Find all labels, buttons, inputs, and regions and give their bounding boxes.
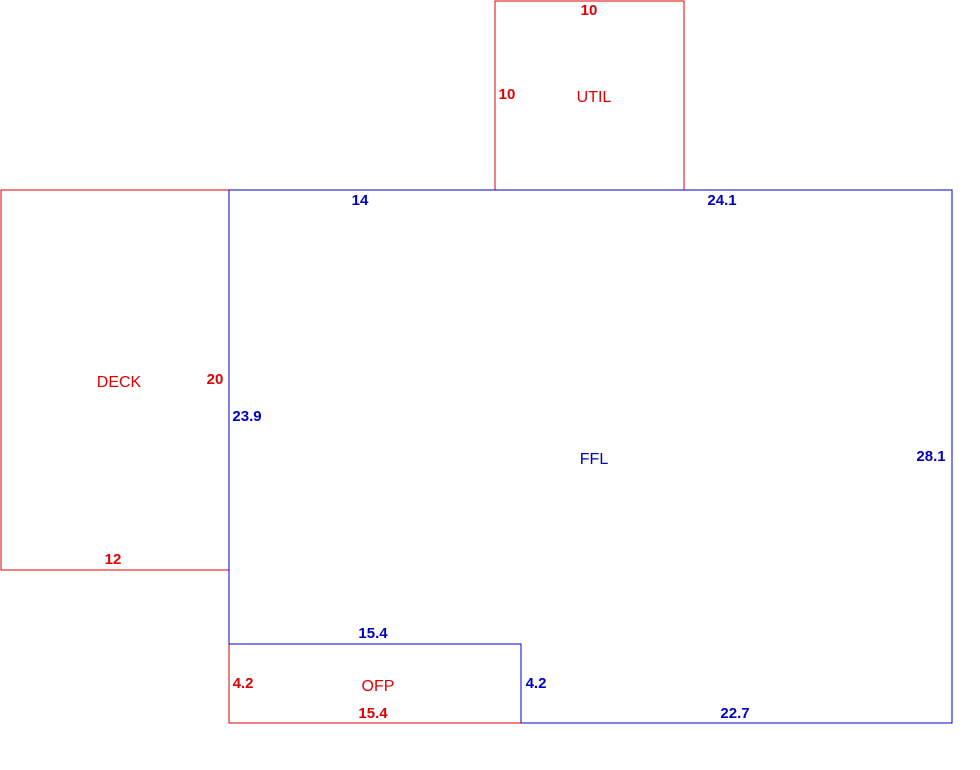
deck-area: DECK 20 12: [0, 189, 229, 571]
ffl-notch-top-dimension: 15.4: [358, 625, 388, 642]
util-area: UTIL 10 10: [494, 0, 685, 190]
util-outline: [494, 0, 685, 190]
ffl-top-left-dimension: 14: [352, 192, 369, 209]
ffl-notch-right-dimension: 4.2: [526, 675, 547, 692]
deck-label: DECK: [97, 374, 142, 391]
deck-right-dimension: 20: [207, 371, 224, 388]
ffl-left-dimension: 23.9: [232, 408, 261, 425]
ofp-outline: [228, 644, 521, 724]
ffl-bottom-dimension: 22.7: [720, 705, 749, 722]
deck-bottom-dimension: 12: [105, 551, 122, 568]
util-label: UTIL: [577, 89, 612, 106]
deck-outline: [0, 189, 229, 571]
ofp-label: OFP: [362, 678, 395, 695]
ffl-outline: [228, 189, 953, 724]
ofp-area: OFP 4.2 15.4: [228, 644, 521, 724]
ffl-top-right-dimension: 24.1: [707, 192, 736, 209]
ffl-label: FFL: [580, 451, 609, 468]
ofp-left-dimension: 4.2: [233, 675, 254, 692]
ffl-right-dimension: 28.1: [916, 448, 945, 465]
util-left-dimension: 10: [499, 86, 516, 103]
ffl-area: FFL 14 24.1 23.9 28.1 22.7 15.4 4.2: [228, 189, 953, 724]
util-top-dimension: 10: [581, 2, 598, 19]
ofp-bottom-dimension: 15.4: [358, 705, 388, 722]
